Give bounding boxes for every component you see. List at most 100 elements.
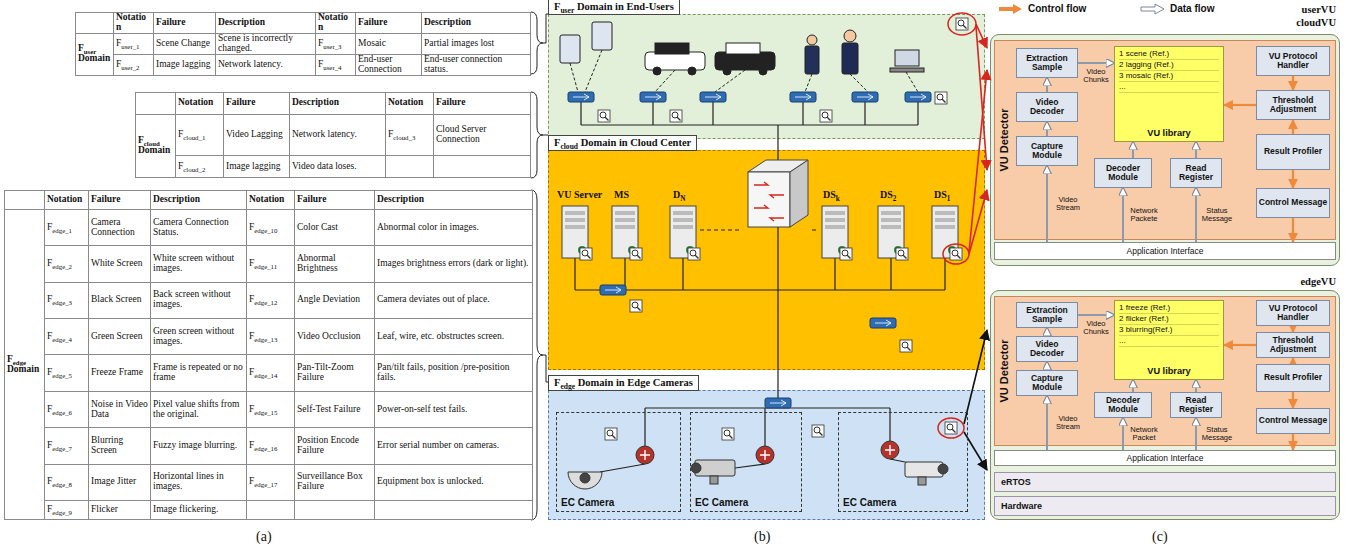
library-title: VU library [1119,366,1219,378]
interface-label: Application Interface [1126,454,1203,463]
module-label: Extraction Sample [1018,54,1076,73]
table-cell [375,500,533,519]
data-flow-arrow [1078,62,1114,64]
vu-panel: userVU cloudVUVU DetectorExtraction Samp… [990,34,1340,266]
legend-sample [998,3,1024,15]
data-flow-arrow [1132,142,1134,158]
panel-caption: (b) [754,530,770,544]
module-label: Control Message [1259,416,1328,425]
table-cell: Fedge_11 [247,246,295,282]
module-label: Video Decoder [1018,340,1076,359]
server-label: DS2 [880,190,896,200]
table-cell: Video Occlusion [295,319,375,355]
module-box: VU Protocol Handler [1256,300,1330,326]
table-cell: Fcloud_3 [386,114,434,156]
domain-band: Fuser Domain in End-Users [548,14,985,139]
server-label: DN [673,190,685,200]
table-cell: Abnormal color in images. [375,210,533,246]
table-cell: Surveillance Box Failure [295,464,375,500]
table-cell: Fedge_1 [45,210,89,246]
table-cell: Fedge_15 [247,391,295,427]
table-cell: Back screen without images. [151,282,247,318]
module-label: VU Protocol Handler [1258,52,1328,71]
module-label: Threshold Adjustment [1258,336,1328,355]
table-cell: Fedge Domain [5,210,45,520]
domain-band: Fedge Domain in Edge CamerasEC CameraEC … [548,390,985,520]
flow-label: Status Message [1200,207,1234,223]
data-flow-arrow [1046,122,1048,136]
data-flow-arrow [1046,328,1048,336]
camera-label: EC Camera [695,498,748,508]
table-cell: Failure [356,13,422,34]
module-label: Decoder Module [1096,396,1150,415]
table-cell: Fedge_16 [247,428,295,464]
module-box: Extraction Sample [1016,48,1078,78]
table-cell: Scene Change [154,33,216,54]
table-cell: Black Screen [89,282,151,318]
table-cell [386,156,434,178]
table-cell: Noise in Video Data [89,391,151,427]
control-flow-arrow [1292,76,1294,90]
monitor-arrows [964,24,987,470]
table-cell: Notation [45,191,89,210]
table-cell: Image lagging [154,54,216,75]
control-flow-arrow [1224,344,1256,346]
table-cell: Horizontal lines in images. [151,464,247,500]
module-box: Read Register [1170,392,1222,418]
module-label: Read Register [1172,396,1220,415]
table-cell: Flicker [89,500,151,519]
table-cell: Pan-Tilt-Zoom Failure [295,355,375,391]
panel-caption: (a) [256,530,272,544]
table-cell: Video data loses. [290,156,386,178]
table-cell: Fedge_3 [45,282,89,318]
library-item: 3 mosaic (Ref.) [1119,71,1219,82]
table-cell: Notation [386,93,434,115]
table-cell: Notation [176,93,224,115]
data-flow-arrow [1195,188,1197,242]
table-cell: Fuser_1 [114,33,154,54]
library-item: 1 freeze (Ref.) [1119,303,1219,314]
table-cell: Green screen without images. [151,319,247,355]
table-cell: Failure [434,93,531,115]
table-cell: Abnormal Brightness [295,246,375,282]
legend-item: Control flow [998,3,1086,15]
table-cell: Leaf, wire, etc. obstructes screen. [375,319,533,355]
interface-bar: Application Interface [994,450,1336,466]
failure-table: NotationFailureDescriptionNotationFailur… [4,190,533,520]
camera-label: EC Camera [561,498,614,508]
module-box: VU Protocol Handler [1256,46,1330,76]
camera-group: EC Camera [556,412,681,512]
table-cell: Video Lagging [224,114,290,156]
library-item: 3 blurring(Ref.) [1119,325,1219,336]
module-box: Control Message [1256,408,1330,434]
table-cell: Fuser_2 [114,54,154,75]
table-cell: Notation [247,191,295,210]
table-cell [76,13,114,34]
table-cell: Description [216,13,316,34]
domain-heading: Fedge Domain in Edge Cameras [548,375,699,391]
legend-text: Data flow [1170,4,1214,14]
table-cell: Fuser Domain [76,33,114,75]
module-box: Threshold Adjustment [1256,90,1330,120]
table-cell: Power-on-self test fails. [375,391,533,427]
legend-item: Data flow [1140,3,1214,15]
panel-title: edgeVU [1278,275,1336,288]
module-label: Result Profiler [1264,147,1322,156]
platform-bar: eRTOS [994,472,1336,492]
table-cell: End-user Connection [356,54,422,75]
data-flow-arrow [1122,188,1124,242]
table-cell: Fedge_10 [247,210,295,246]
table-cell: Fcloud_1 [176,114,224,156]
camera-label: EC Camera [843,498,896,508]
flow-label: Video Stream [1051,196,1085,212]
vu-detector: VU DetectorExtraction SampleVideo Decode… [994,40,1336,240]
table-cell: Description [422,13,531,34]
control-flow-arrow [1292,218,1294,242]
table-cell: Fedge_5 [45,355,89,391]
table-cell: Fuzzy image blurring. [151,428,247,464]
module-box: Video Decoder [1016,336,1078,362]
table-cell: Fedge_8 [45,464,89,500]
server-label: VU Server [557,190,602,200]
vu-panel: edgeVUVU DetectorExtraction SampleVideo … [990,290,1340,520]
